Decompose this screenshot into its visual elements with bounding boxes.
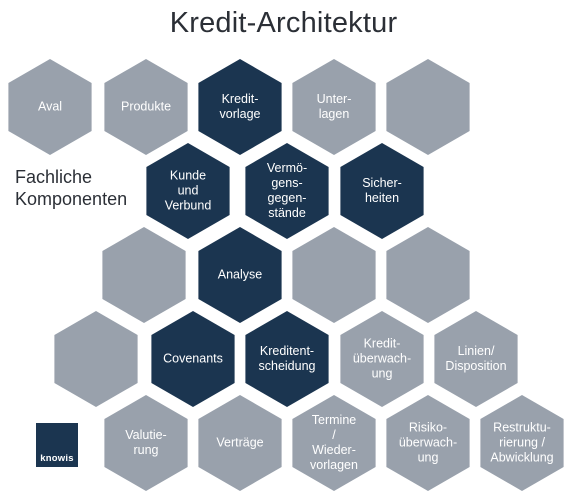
hexagon-shape <box>340 311 424 407</box>
hexagon-shape <box>151 311 235 407</box>
hexagon-label-line: Unter- <box>317 92 352 106</box>
hexagon-termine-wiedervorlagen: Termine/Wieder-vorlagen <box>292 395 376 491</box>
diagram-title: Kredit-Architektur <box>169 7 398 39</box>
hexagon-shape <box>434 311 518 407</box>
hexagon-label-line: Verbund <box>165 198 212 212</box>
hexagon-label-line: gens- <box>271 176 302 190</box>
hexagon-label-line: lagen <box>319 107 350 121</box>
hexagon-label-line: rung <box>133 443 158 457</box>
hexagon-shape <box>198 59 282 155</box>
hexagon-analyse: Analyse <box>198 227 282 323</box>
hexagon-vertraege: Verträge <box>198 395 282 491</box>
hexagon-label-line: Disposition <box>445 359 506 373</box>
knowis-logo-text: knowis <box>40 453 74 464</box>
hexagon-empty-2 <box>102 227 186 323</box>
hexagon-label-line: gegen- <box>268 191 307 205</box>
hexagon-shape <box>198 227 282 323</box>
hexagon-label-line: Wieder- <box>312 443 356 457</box>
hexagon-covenants: Covenants <box>151 311 235 407</box>
components-caption-line: Komponenten <box>15 189 128 209</box>
hexagon-label-line: rierung / <box>499 435 545 449</box>
hexagon-label-line: / <box>332 428 336 442</box>
hexagon-shape <box>102 227 186 323</box>
hexagon-label-line: Vermö- <box>267 161 307 175</box>
hexagon-kreditvorlage: Kredit-vorlage <box>198 59 282 155</box>
hexagon-label-line: heiten <box>365 191 399 205</box>
hexagon-unterlagen: Unter-lagen <box>292 59 376 155</box>
hexagon-label-line: Kunde <box>170 168 206 182</box>
hexagon-vermoegensgegenstaende: Vermö-gens-gegen-stände <box>245 143 329 239</box>
hexagon-aval: Aval <box>8 59 92 155</box>
hexagon-label-line: scheidung <box>259 359 316 373</box>
hexagon-restrukturierung-abwicklung: Restruktu-rierung /Abwicklung <box>480 395 564 491</box>
hexagon-label-line: Aval <box>38 99 62 113</box>
hexagon-shape <box>386 395 470 491</box>
hexagon-shape <box>386 59 470 155</box>
hexagon-label-line: überwach- <box>399 435 457 449</box>
hexagon-shape <box>198 395 282 491</box>
hexagon-shape <box>480 395 564 491</box>
hexagon-label-line: Abwicklung <box>490 450 553 464</box>
hexagon-linien-disposition: Linien/Disposition <box>434 311 518 407</box>
hexagon-shape <box>104 59 188 155</box>
hexagon-label-line: vorlagen <box>310 458 358 472</box>
hexagon-label-line: Risiko- <box>409 420 447 434</box>
components-caption-line: Fachliche <box>15 167 93 187</box>
hexagon-shape <box>245 143 329 239</box>
hexagon-label-line: ung <box>418 450 439 464</box>
hexagon-label-line: Restruktu- <box>493 420 551 434</box>
hexagon-shape <box>292 227 376 323</box>
hexagon-label-line: Termine <box>312 413 357 427</box>
hexagon-label-line: vorlage <box>220 107 261 121</box>
hexagon-label-line: stände <box>268 206 306 220</box>
hexagon-label-line: Kredit- <box>364 336 401 350</box>
hexagon-sicherheiten: Sicher-heiten <box>340 143 424 239</box>
hexagon-shape <box>8 59 92 155</box>
hexagon-shape <box>146 143 230 239</box>
hexagon-empty-3 <box>292 227 376 323</box>
hexagon-shape <box>386 227 470 323</box>
components-caption: Fachliche Komponenten <box>15 166 127 210</box>
hexagon-empty-1 <box>386 59 470 155</box>
hexagon-label-line: Sicher- <box>362 176 402 190</box>
hexagon-label-line: Produkte <box>121 99 171 113</box>
hexagon-label-line: Kredit- <box>222 92 259 106</box>
hexagon-label-line: Kreditent- <box>260 344 314 358</box>
hexagon-kreditueberwachung: Kredit-überwach-ung <box>340 311 424 407</box>
hexagon-label-line: und <box>178 183 199 197</box>
hexagon-label-line: Valutie- <box>125 428 166 442</box>
hexagon-shape <box>104 395 188 491</box>
hexagon-label-line: Verträge <box>216 435 263 449</box>
hexagon-kreditentscheidung: Kreditent-scheidung <box>245 311 329 407</box>
hexagon-shape <box>245 311 329 407</box>
hexagon-risikoueberwachung: Risiko-überwach-ung <box>386 395 470 491</box>
hexagon-shape <box>54 311 138 407</box>
hexagon-shape <box>292 395 376 491</box>
hexagon-shape <box>292 59 376 155</box>
hexagon-shape <box>340 143 424 239</box>
hexagon-produkte: Produkte <box>104 59 188 155</box>
hexagon-label-line: ung <box>372 366 393 380</box>
hexagon-label-line: überwach- <box>353 351 411 365</box>
hexagon-empty-5 <box>54 311 138 407</box>
hexagon-empty-4 <box>386 227 470 323</box>
hexagon-valutierung: Valutie-rung <box>104 395 188 491</box>
hexagon-label-line: Covenants <box>163 351 223 365</box>
knowis-logo: knowis <box>36 423 78 467</box>
hexagon-label-line: Analyse <box>218 267 263 281</box>
hexagon-label-line: Linien/ <box>458 344 495 358</box>
